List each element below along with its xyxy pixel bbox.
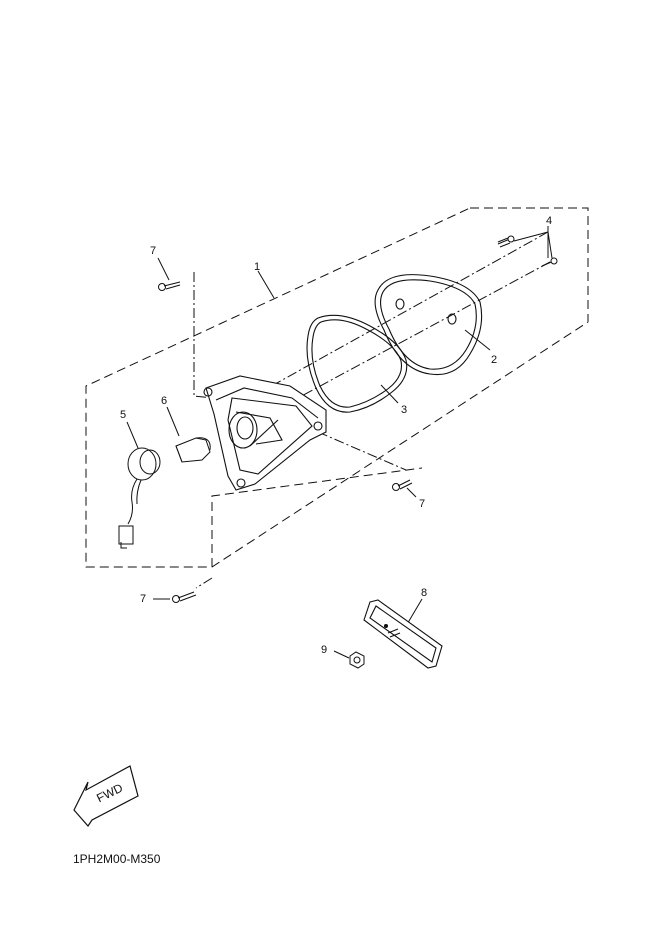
bulb-part-6 bbox=[175, 437, 211, 463]
callout-2: 2 bbox=[491, 354, 498, 366]
assembly-boundary bbox=[85, 207, 589, 568]
nut-part-9 bbox=[349, 651, 365, 669]
bulb-socket-part-5 bbox=[118, 447, 161, 549]
callout-8: 8 bbox=[421, 587, 428, 599]
screw-part-7 bbox=[158, 281, 413, 603]
callout-9: 9 bbox=[321, 644, 328, 656]
alignment-lines bbox=[193, 231, 551, 589]
callout-7-right: 7 bbox=[419, 498, 426, 510]
fwd-arrow-icon bbox=[73, 765, 139, 827]
callout-7-bottom: 7 bbox=[140, 593, 147, 605]
callout-3: 3 bbox=[401, 404, 408, 416]
lens-rim-part-2 bbox=[374, 274, 483, 376]
callout-4: 4 bbox=[546, 215, 553, 227]
screw-part-4 bbox=[497, 235, 558, 267]
callout-6: 6 bbox=[161, 395, 168, 407]
lens-housing-part-1 bbox=[203, 375, 327, 491]
reflector-part-8 bbox=[363, 599, 443, 669]
diagram-code: 1PH2M00-M350 bbox=[73, 852, 161, 866]
callout-7-top: 7 bbox=[150, 245, 157, 257]
callout-1: 1 bbox=[254, 261, 261, 273]
leader-lines bbox=[126, 226, 553, 659]
callout-5: 5 bbox=[120, 409, 127, 421]
gasket-part-3 bbox=[306, 314, 408, 413]
